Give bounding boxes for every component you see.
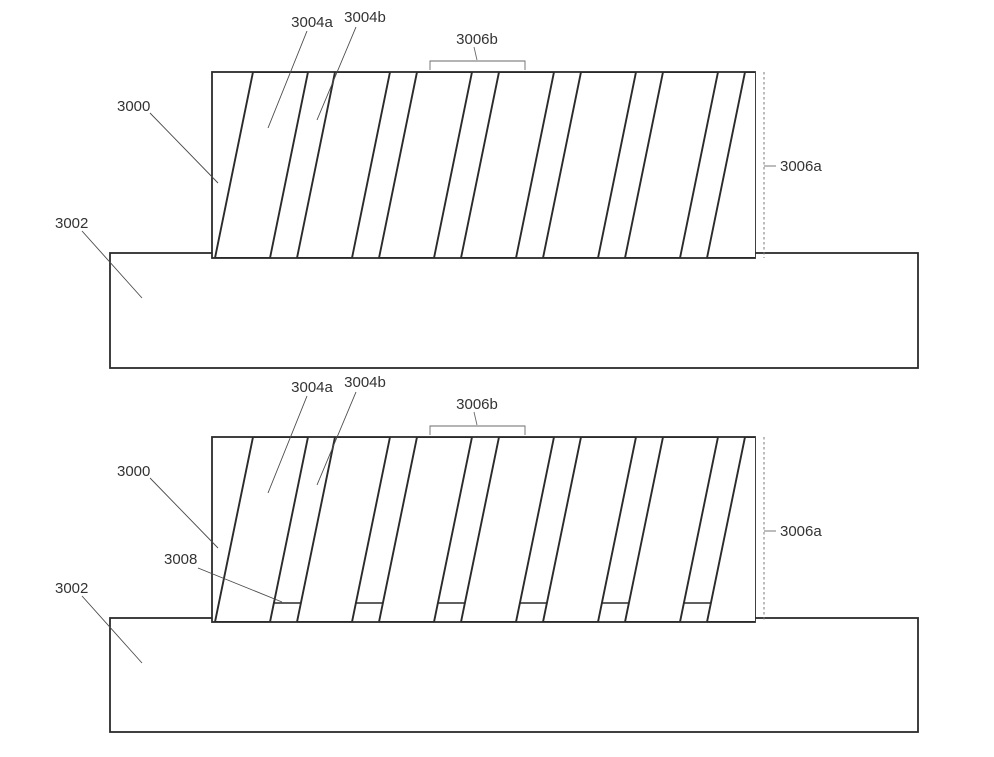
- leader-body: [149, 477, 219, 549]
- leader-base-region: [197, 567, 283, 603]
- figure-bottom: 3000 3002 3004a 3004b 3006b 3006a 3008: [55, 374, 919, 733]
- label-base-region: 3008: [164, 551, 197, 568]
- stripe: [460, 72, 555, 258]
- stripe: [624, 72, 719, 258]
- leader-body: [149, 112, 219, 184]
- stripe: [460, 437, 555, 622]
- stripe: [214, 437, 309, 622]
- label-body: 3000: [117, 463, 150, 480]
- label-stripe-a: 3004a: [291, 14, 333, 31]
- label-height-dim: 3006a: [780, 158, 822, 175]
- figure-top: 3000 3002 3004a 3004b 3006b 3006a: [55, 9, 919, 369]
- substrate: [109, 617, 919, 733]
- leader-stripe-b: [316, 391, 357, 486]
- label-height-dim: 3006a: [780, 523, 822, 540]
- label-stripe-b: 3004b: [344, 374, 386, 391]
- leader-substrate: [81, 230, 143, 299]
- stripe: [542, 437, 637, 622]
- pitch-bracket: [429, 60, 526, 70]
- stripe: [378, 72, 473, 258]
- leader-stripe-b: [316, 26, 357, 121]
- substrate: [109, 252, 919, 369]
- label-substrate: 3002: [55, 580, 88, 597]
- stripe: [378, 437, 473, 622]
- stripe: [542, 72, 637, 258]
- label-stripe-a: 3004a: [291, 379, 333, 396]
- stripe: [214, 72, 309, 258]
- label-stripe-b: 3004b: [344, 9, 386, 26]
- leader-substrate: [81, 595, 143, 664]
- stripe: [706, 437, 755, 622]
- leader-stripe-a: [267, 395, 308, 494]
- pitch-bracket-leader: [473, 46, 478, 61]
- stripe: [296, 437, 391, 622]
- pitch-bracket: [429, 425, 526, 435]
- label-pitch-dim: 3006b: [456, 396, 498, 413]
- pitch-bracket-leader: [473, 411, 478, 426]
- stripe: [706, 72, 755, 258]
- stripe: [624, 437, 719, 622]
- stripe-group: [214, 72, 755, 258]
- stripe-group: [214, 437, 755, 622]
- label-pitch-dim: 3006b: [456, 31, 498, 48]
- label-body: 3000: [117, 98, 150, 115]
- leader-stripe-a: [267, 30, 308, 129]
- stripe: [296, 72, 391, 258]
- label-substrate: 3002: [55, 215, 88, 232]
